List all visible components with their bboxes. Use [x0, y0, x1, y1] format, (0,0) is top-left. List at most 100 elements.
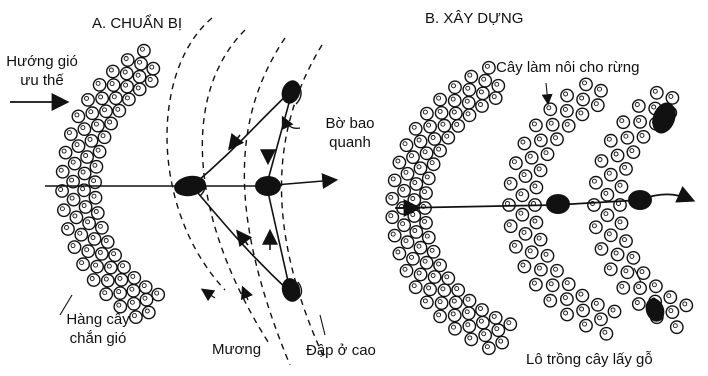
- tree-glyph: [516, 209, 528, 221]
- tree-glyph: [122, 54, 134, 66]
- tree-glyph: [516, 189, 528, 201]
- tree-glyph: [479, 75, 491, 87]
- tree-glyph: [576, 289, 588, 301]
- tree-glyph: [427, 158, 439, 170]
- border-label: Bờ bao quanh: [314, 114, 386, 152]
- tree-glyph: [592, 99, 604, 111]
- tree-glyph: [580, 319, 592, 331]
- tree-glyph: [428, 271, 440, 283]
- tree-glyph: [490, 312, 502, 324]
- panel-a-title: A. CHUẨN BỊ: [92, 14, 182, 33]
- tree-glyph: [410, 226, 422, 238]
- timber-lots-label: Lô trồng cây lấy gỗ: [526, 350, 653, 369]
- tree-glyph: [595, 155, 607, 167]
- tree-glyph: [637, 131, 649, 143]
- tree-glyph: [105, 261, 117, 273]
- tree-glyph: [621, 266, 633, 278]
- tree-glyph: [518, 260, 530, 272]
- high-dam-label: Đập ở cao: [306, 341, 376, 360]
- tree-glyph: [69, 157, 81, 169]
- tree-glyph: [135, 58, 147, 70]
- tree-glyph: [601, 189, 613, 201]
- tree-glyph: [435, 297, 447, 309]
- tree-glyph: [146, 75, 158, 87]
- tree-glyph: [91, 260, 103, 272]
- tree-glyph: [627, 252, 639, 264]
- panel-b-title: B. XÂY DỰNG: [425, 9, 523, 28]
- tree-glyph: [78, 123, 90, 135]
- tree-glyph: [450, 107, 462, 119]
- wind-label: Hướng gió ưu thế: [6, 52, 78, 90]
- tree-glyph: [530, 181, 542, 193]
- tree-glyph: [98, 131, 110, 143]
- tree-glyph: [634, 116, 646, 128]
- tree-glyph: [67, 193, 79, 205]
- tree-glyph: [127, 285, 139, 297]
- tree-glyph: [434, 93, 446, 105]
- tree-glyph: [510, 157, 522, 169]
- tree-glyph: [398, 185, 410, 197]
- tree-glyph: [547, 279, 559, 291]
- tree-glyph: [664, 291, 676, 303]
- tree-glyph: [449, 309, 461, 321]
- tree-glyph: [563, 278, 575, 290]
- tree-glyph: [463, 109, 475, 121]
- tree-glyph: [434, 144, 446, 156]
- tree-glyph: [449, 94, 461, 106]
- tree-glyph: [77, 258, 89, 270]
- tree-glyph: [449, 323, 461, 335]
- tree-glyph: [452, 284, 464, 296]
- tree-glyph: [424, 283, 436, 295]
- tree-glyph: [530, 216, 542, 228]
- tree-glyph: [407, 151, 419, 163]
- tree-glyph: [651, 87, 663, 99]
- tree-glyph: [389, 229, 401, 241]
- panel-b-diagram: [386, 62, 692, 355]
- tree-glyph: [92, 119, 104, 131]
- tree-glyph: [595, 313, 607, 325]
- tree-glyph: [463, 307, 475, 319]
- tree-glyph: [410, 178, 422, 190]
- tree-glyph: [561, 293, 573, 305]
- nurse-trees-label: Cây làm nôi cho rừng: [496, 58, 639, 77]
- tree-glyph: [605, 135, 617, 147]
- tree-glyph: [595, 243, 607, 255]
- tree-glyph: [526, 152, 538, 164]
- tree-glyph: [133, 71, 145, 83]
- tree-glyph: [608, 305, 620, 317]
- tree-glyph: [526, 246, 538, 258]
- tree-glyph: [143, 306, 155, 318]
- tree-glyph: [519, 170, 531, 182]
- tree-glyph: [617, 282, 629, 294]
- outflow-arrow: [275, 180, 335, 185]
- tree-glyph: [420, 147, 432, 159]
- tree-glyph: [78, 167, 90, 179]
- dam-ponds: [173, 78, 304, 304]
- tree-glyph: [449, 81, 461, 93]
- tree-glyph: [476, 100, 488, 112]
- tree-glyph: [541, 250, 553, 262]
- wind-label-line1: Hướng gió: [6, 52, 78, 71]
- tree-glyph: [393, 156, 405, 168]
- tree-glyph: [100, 288, 112, 300]
- tree-glyph: [398, 219, 410, 231]
- tree-glyph: [621, 132, 633, 144]
- tree-glyph: [530, 278, 542, 290]
- tree-glyph: [90, 161, 102, 173]
- tree-glyph: [82, 245, 94, 257]
- tree-glyph: [617, 116, 629, 128]
- tree-glyph: [96, 222, 108, 234]
- tree-glyph: [389, 174, 401, 186]
- tree-glyph: [504, 318, 516, 330]
- tree-glyph: [633, 100, 645, 112]
- tree-glyph: [93, 146, 105, 158]
- tree-glyph: [518, 137, 530, 149]
- tree-glyph: [423, 172, 435, 184]
- tree-glyph: [420, 217, 432, 229]
- tree-glyph: [423, 231, 435, 243]
- tree-glyph: [561, 308, 573, 320]
- tree-glyph: [105, 117, 117, 129]
- tree-glyph: [102, 274, 114, 286]
- tree-glyph: [421, 107, 433, 119]
- tree-glyph: [551, 133, 563, 145]
